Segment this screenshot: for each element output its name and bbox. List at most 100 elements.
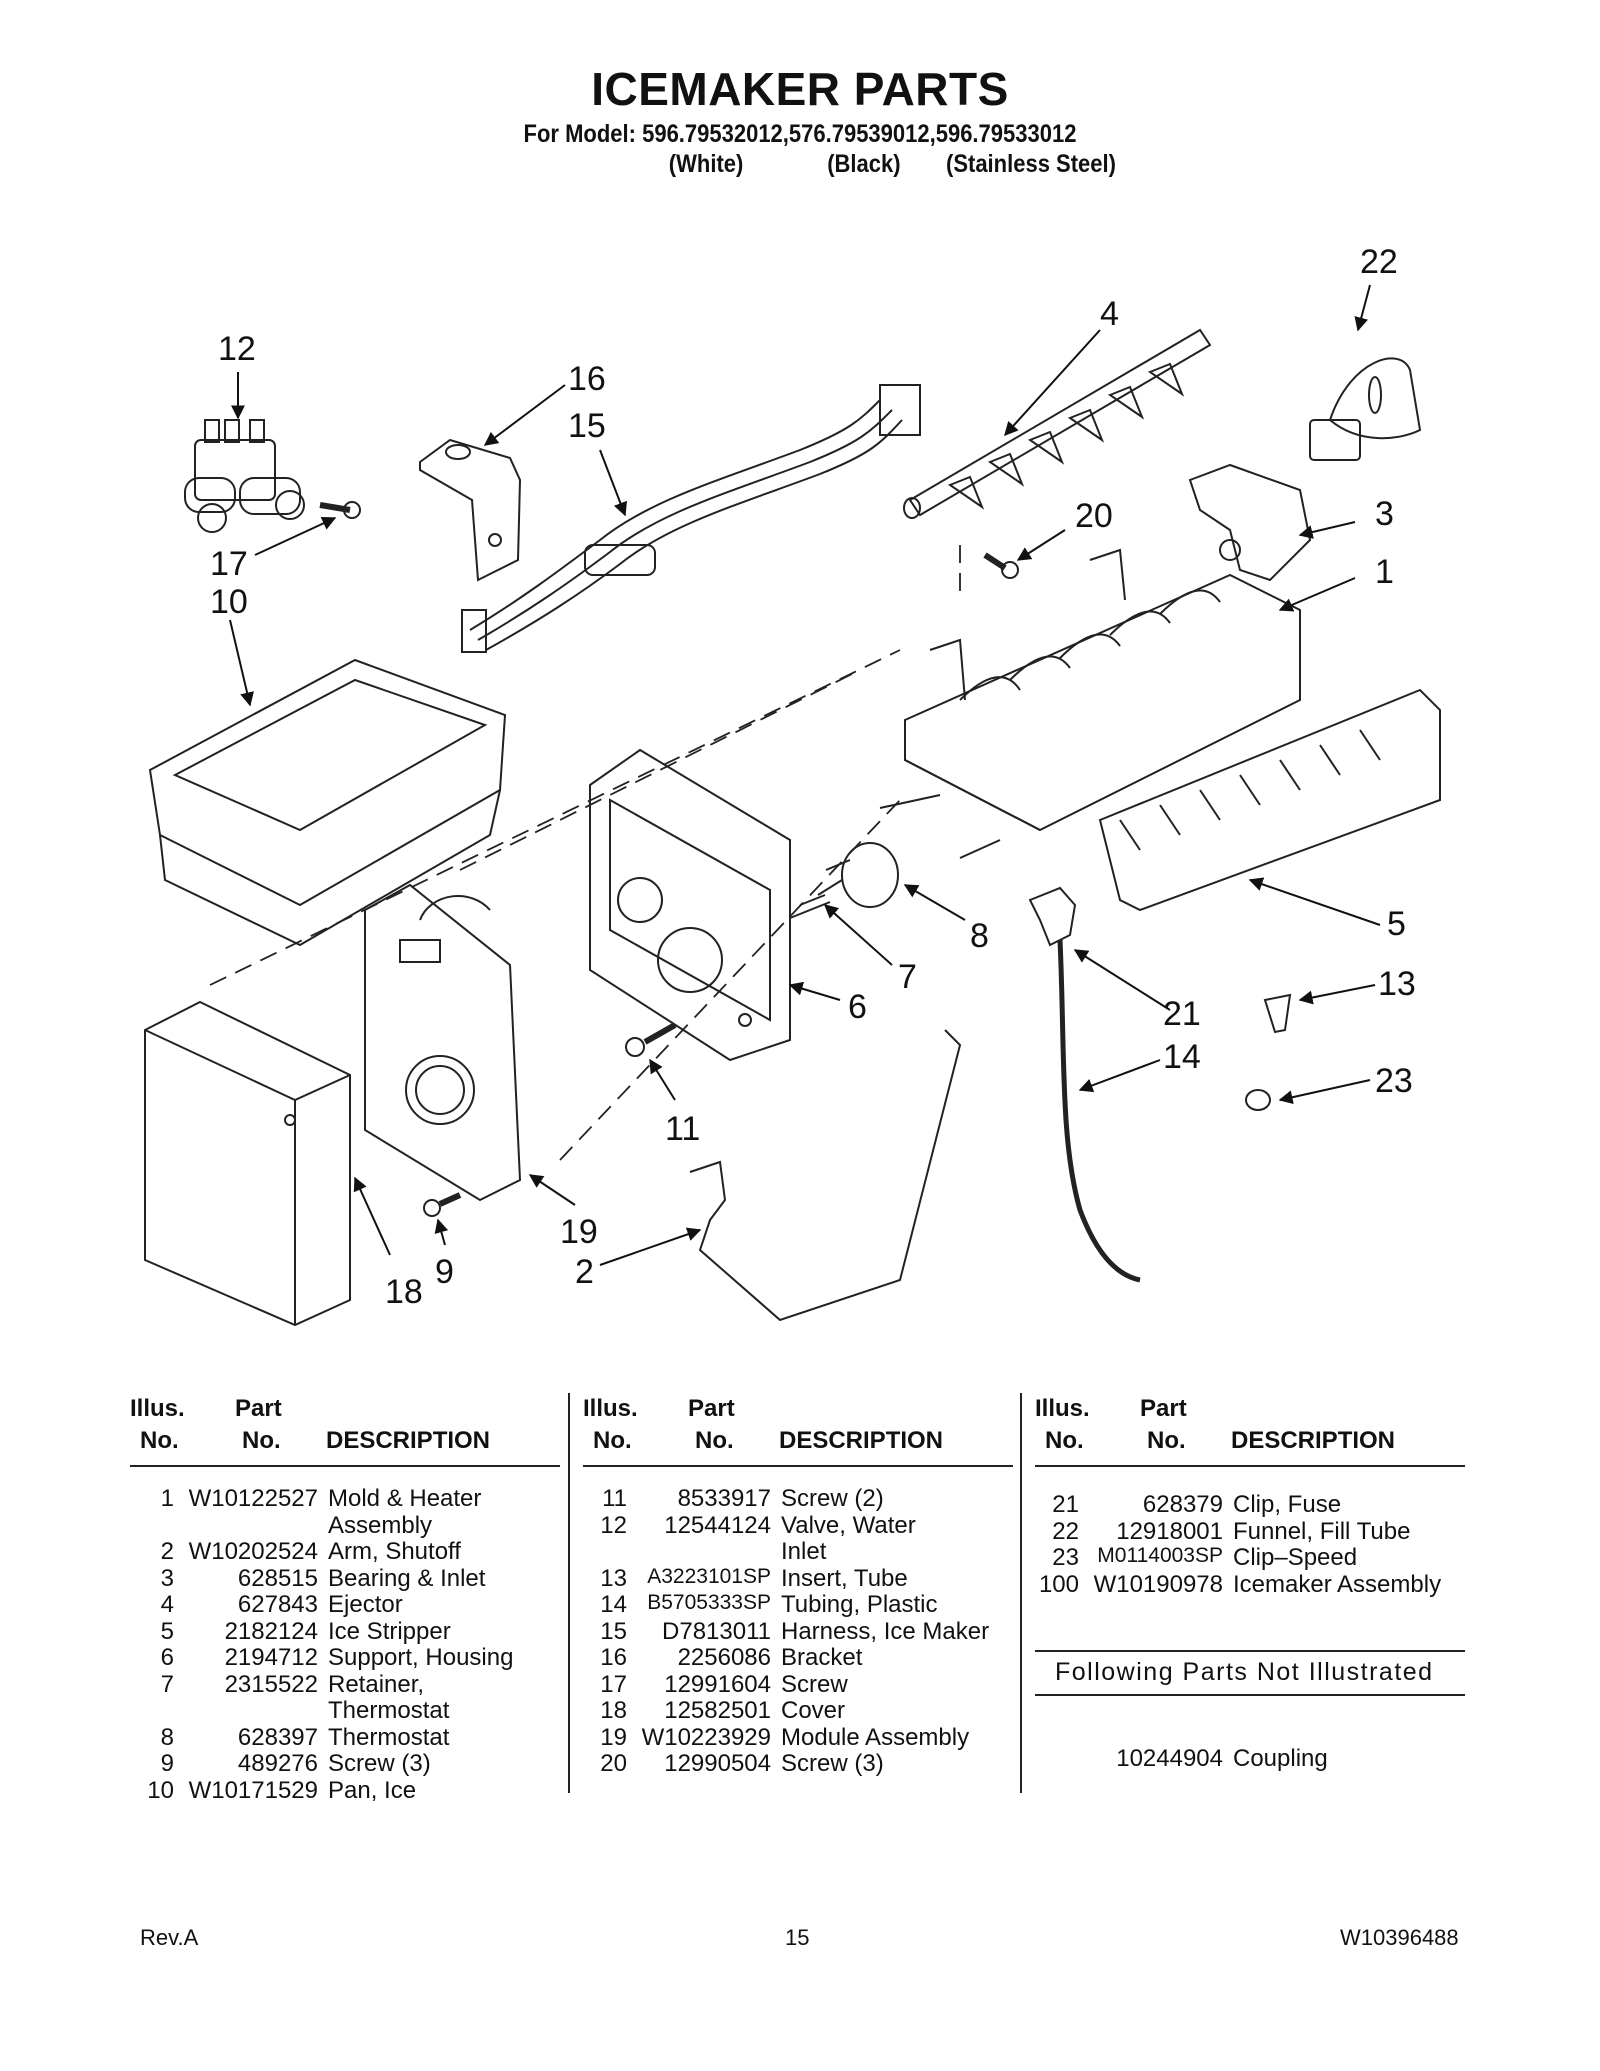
callout-22: 22 <box>1360 243 1398 281</box>
callout-6: 6 <box>848 988 867 1026</box>
description-header: DESCRIPTION <box>326 1427 491 1454</box>
mold-heater-part <box>904 548 1301 832</box>
callout-10: 10 <box>210 583 248 621</box>
plastic-tubing-part <box>1057 939 1141 1283</box>
not-illustrated-heading: Following Parts Not Illustrated <box>1055 1658 1434 1686</box>
illus-header-line1: Illus. <box>583 1395 638 1422</box>
part-header-line1: Part <box>1140 1395 1187 1422</box>
illus-header-line2: No. <box>593 1427 632 1454</box>
page-title: ICEMAKER PARTS <box>591 63 1009 115</box>
fuse-clip-part <box>1028 886 1077 947</box>
bracket-part <box>419 438 522 582</box>
harness-part <box>461 384 921 653</box>
table-row: Inlet <box>781 1538 827 1565</box>
callout-12: 12 <box>218 330 256 368</box>
callout-16: 16 <box>568 360 606 398</box>
part-header-line1: Part <box>688 1395 735 1422</box>
not-illustrated-top-rule <box>1035 1650 1465 1652</box>
callout-14: 14 <box>1163 1038 1201 1076</box>
table-row: Thermostat <box>328 1697 450 1724</box>
exploded-parts-diagram: 12 16 15 4 22 20 3 1 17 10 8 7 6 5 13 21… <box>144 243 1441 1327</box>
bearing-inlet-part <box>1188 463 1312 582</box>
callout-17: 17 <box>210 545 248 583</box>
callout-11: 11 <box>665 1110 700 1148</box>
variant-stainless: (Stainless Steel) <box>946 150 1116 178</box>
table-row: Assembly <box>328 1511 433 1539</box>
callout-18: 18 <box>385 1273 423 1311</box>
document-number: W10396488 <box>1340 1925 1459 1950</box>
revision-label: Rev.A <box>140 1925 199 1950</box>
ice-pan-part <box>148 658 507 947</box>
callout-15: 15 <box>568 407 606 445</box>
screw-20-part <box>983 552 1019 579</box>
ice-stripper-part <box>1098 688 1441 912</box>
callout-8: 8 <box>970 917 989 955</box>
description-header: DESCRIPTION <box>1231 1427 1396 1454</box>
speed-clip-part <box>1245 1089 1271 1111</box>
callout-7: 7 <box>898 958 917 996</box>
column-divider <box>568 1393 570 1793</box>
not-illustrated-item: 10244904 Coupling <box>1116 1745 1328 1772</box>
column-divider <box>1020 1393 1022 1793</box>
callout-5: 5 <box>1387 905 1406 943</box>
part-header-line2: No. <box>242 1427 281 1454</box>
callout-9: 9 <box>435 1253 454 1291</box>
column-header: Illus. No. Part No. DESCRIPTION <box>130 1395 560 1467</box>
variant-white: (White) <box>668 150 744 178</box>
callout-23: 23 <box>1375 1062 1413 1100</box>
callout-20: 20 <box>1075 497 1113 535</box>
funnel-part <box>1309 357 1422 461</box>
support-housing-part <box>589 748 791 1062</box>
callout-4: 4 <box>1100 295 1119 333</box>
part-header-line2: No. <box>695 1427 734 1454</box>
part-header-line2: No. <box>1147 1427 1186 1454</box>
description-header: DESCRIPTION <box>779 1427 944 1454</box>
callout-21: 21 <box>1163 995 1201 1033</box>
callout-3: 3 <box>1375 495 1394 533</box>
shutoff-arm-part <box>689 1029 962 1322</box>
illus-header-line1: Illus. <box>1035 1395 1090 1422</box>
callout-13: 13 <box>1378 965 1416 1003</box>
illus-header-line2: No. <box>140 1427 179 1454</box>
callout-19: 19 <box>560 1213 598 1251</box>
column-header: Illus. No. Part No. DESCRIPTION <box>1035 1395 1465 1467</box>
water-valve-part <box>184 419 305 533</box>
valve-screw-part <box>319 501 361 519</box>
callout-1: 1 <box>1375 553 1394 591</box>
variant-black: (Black) <box>827 150 901 178</box>
not-illustrated-bottom-rule <box>1035 1694 1465 1696</box>
screw-11-part <box>625 1022 677 1057</box>
ejector-part <box>903 328 1212 519</box>
thermostat-part <box>789 794 1001 919</box>
callout-2: 2 <box>575 1253 594 1291</box>
page-number: 15 <box>785 1925 810 1950</box>
column-header: Illus. No. Part No. DESCRIPTION <box>583 1395 1013 1467</box>
